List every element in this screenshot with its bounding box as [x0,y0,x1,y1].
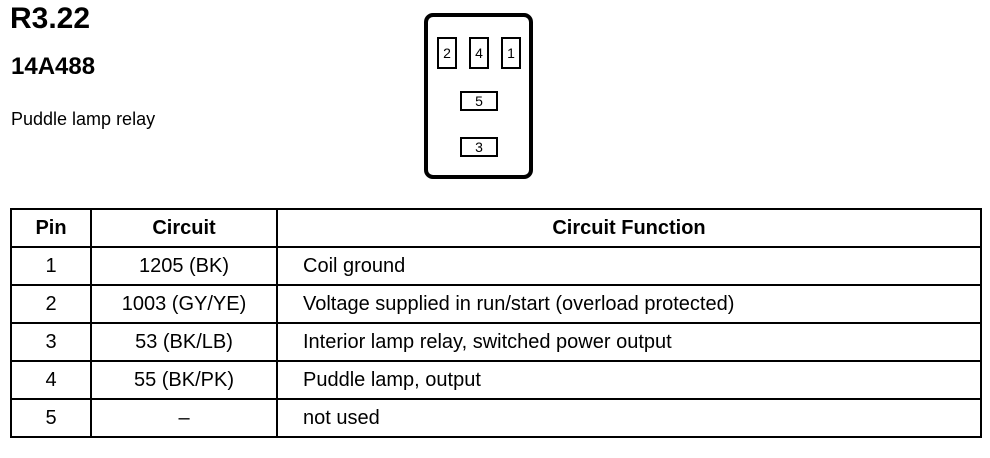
table-row: 3 53 (BK/LB) Interior lamp relay, switch… [10,322,982,362]
relay-pin: 4 [469,37,489,69]
table-row: 1 1205 (BK) Coil ground [10,246,982,286]
circuit-cell: – [90,398,278,438]
pin-table: Pin Circuit Circuit Function 1 1205 (BK)… [10,208,982,438]
pin-cell: 4 [10,360,92,400]
pin-cell: 1 [10,246,92,286]
pin-cell: 2 [10,284,92,324]
relay-pin: 1 [501,37,521,69]
circuit-cell: 1205 (BK) [90,246,278,286]
relay-connector-diagram: 2 4 1 5 3 [424,13,533,179]
circuit-cell: 55 (BK/PK) [90,360,278,400]
table-row: 5 – not used [10,398,982,438]
pin-cell: 5 [10,398,92,438]
relay-pin: 2 [437,37,457,69]
function-cell: Coil ground [276,246,982,286]
circuit-cell: 53 (BK/LB) [90,322,278,362]
pin-cell: 3 [10,322,92,362]
column-header-pin: Pin [10,208,92,248]
component-code: R3.22 [10,2,91,35]
function-cell: Puddle lamp, output [276,360,982,400]
function-cell: Voltage supplied in run/start (overload … [276,284,982,324]
column-header-function: Circuit Function [276,208,982,248]
table-row: 2 1003 (GY/YE) Voltage supplied in run/s… [10,284,982,324]
relay-pin: 3 [460,137,498,157]
column-header-circuit: Circuit [90,208,278,248]
component-description: Puddle lamp relay [11,109,156,129]
function-cell: not used [276,398,982,438]
circuit-cell: 1003 (GY/YE) [90,284,278,324]
table-row: 4 55 (BK/PK) Puddle lamp, output [10,360,982,400]
part-number: 14A488 [11,53,96,80]
function-cell: Interior lamp relay, switched power outp… [276,322,982,362]
relay-pin: 5 [460,91,498,111]
table-header-row: Pin Circuit Circuit Function [10,208,982,248]
